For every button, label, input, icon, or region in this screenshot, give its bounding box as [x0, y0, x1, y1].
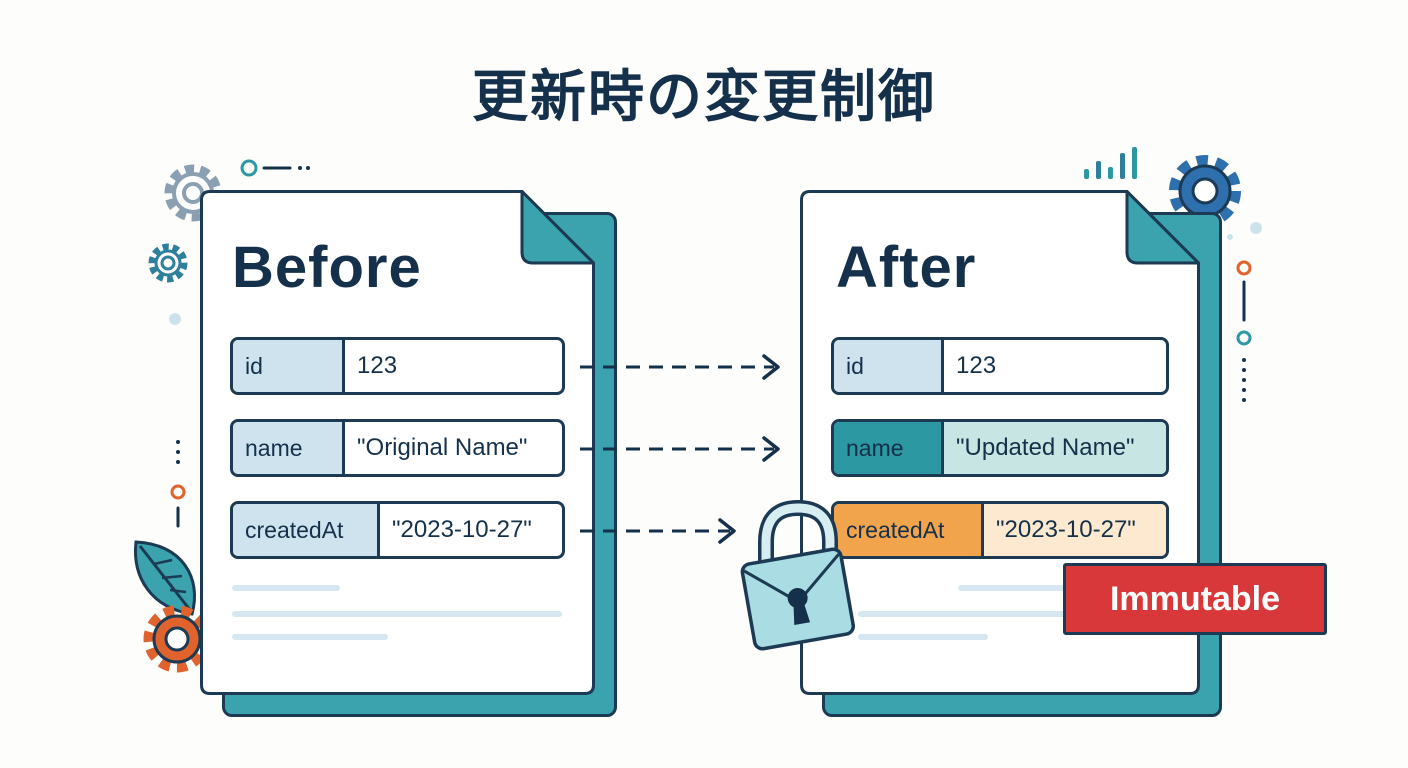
field-key: createdAt	[834, 504, 984, 556]
connector-dots	[240, 159, 310, 177]
after-field-name: name "Updated Name"	[831, 419, 1169, 477]
field-value: "2023-10-27"	[392, 516, 532, 543]
field-key: createdAt	[233, 504, 380, 556]
field-value: "Updated Name"	[944, 422, 1166, 474]
field-value: 123	[956, 352, 997, 379]
arrow-right-icon	[580, 354, 780, 380]
bar-chart-icon	[1084, 147, 1137, 179]
diagram-title: 更新時の変更制御	[472, 65, 936, 130]
arrow-right-icon	[580, 436, 780, 462]
field-value: "Original Name"	[357, 434, 528, 461]
vertical-dots-decoration	[170, 440, 186, 528]
gear-icon	[1169, 155, 1241, 227]
after-heading: After	[836, 235, 977, 300]
after-field-id: id 123	[831, 337, 1169, 395]
field-key: id	[834, 340, 944, 392]
placeholder-line	[232, 585, 340, 591]
immutable-badge: Immutable	[1063, 563, 1327, 635]
leaf-icon	[134, 540, 197, 616]
before-field-id: id 123	[230, 337, 565, 395]
after-field-createdAt: createdAt "2023-10-27"	[831, 501, 1169, 559]
vertical-dots-decoration	[1236, 260, 1252, 402]
arrow-right-icon	[580, 518, 736, 544]
before-field-createdAt: createdAt "2023-10-27"	[230, 501, 565, 559]
field-key: name	[233, 422, 345, 474]
field-value: "2023-10-27"	[984, 504, 1166, 556]
placeholder-line	[858, 611, 1066, 617]
dot-decoration	[1227, 222, 1262, 240]
placeholder-line	[232, 611, 562, 617]
before-heading: Before	[232, 235, 422, 300]
placeholder-line	[858, 634, 988, 640]
gear-icon	[148, 243, 188, 283]
before-field-name: name "Original Name"	[230, 419, 565, 477]
dot-decoration	[169, 313, 181, 325]
field-key: name	[834, 422, 944, 474]
padlock-icon	[740, 499, 856, 651]
field-key: id	[233, 340, 345, 392]
placeholder-line	[232, 634, 388, 640]
placeholder-line	[958, 585, 1066, 591]
field-value: 123	[357, 352, 398, 379]
